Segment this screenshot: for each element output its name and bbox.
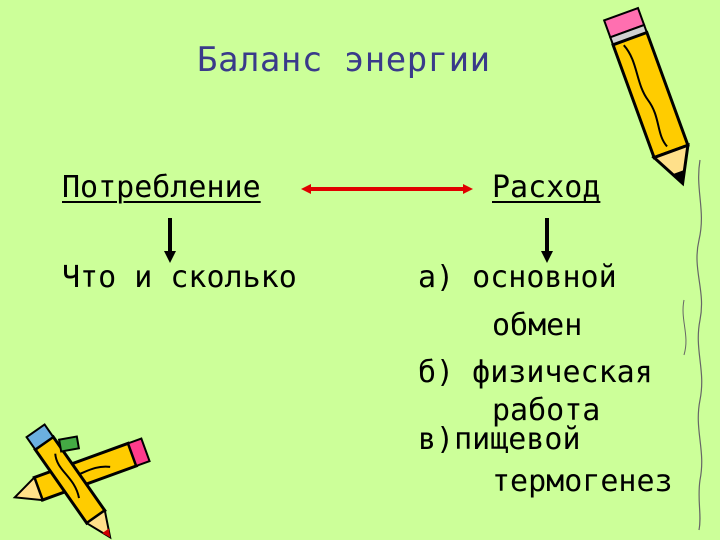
- right-item-physical-cont: работа: [492, 393, 601, 428]
- left-heading-consumption: Потребление: [62, 170, 261, 205]
- right-item-physical: б) физическая: [418, 355, 653, 390]
- right-item-thermogenesis: в)пищевой: [418, 422, 581, 457]
- right-heading-expenditure: Расход: [492, 170, 601, 205]
- right-item-basal: а) основной: [418, 260, 617, 295]
- right-item-thermogenesis-cont: термогенез: [492, 464, 673, 499]
- right-item-basal-cont: обмен: [492, 308, 583, 343]
- slide-title: Баланс энергии: [197, 40, 491, 80]
- left-item-what-how-much: Что и сколько: [62, 260, 297, 295]
